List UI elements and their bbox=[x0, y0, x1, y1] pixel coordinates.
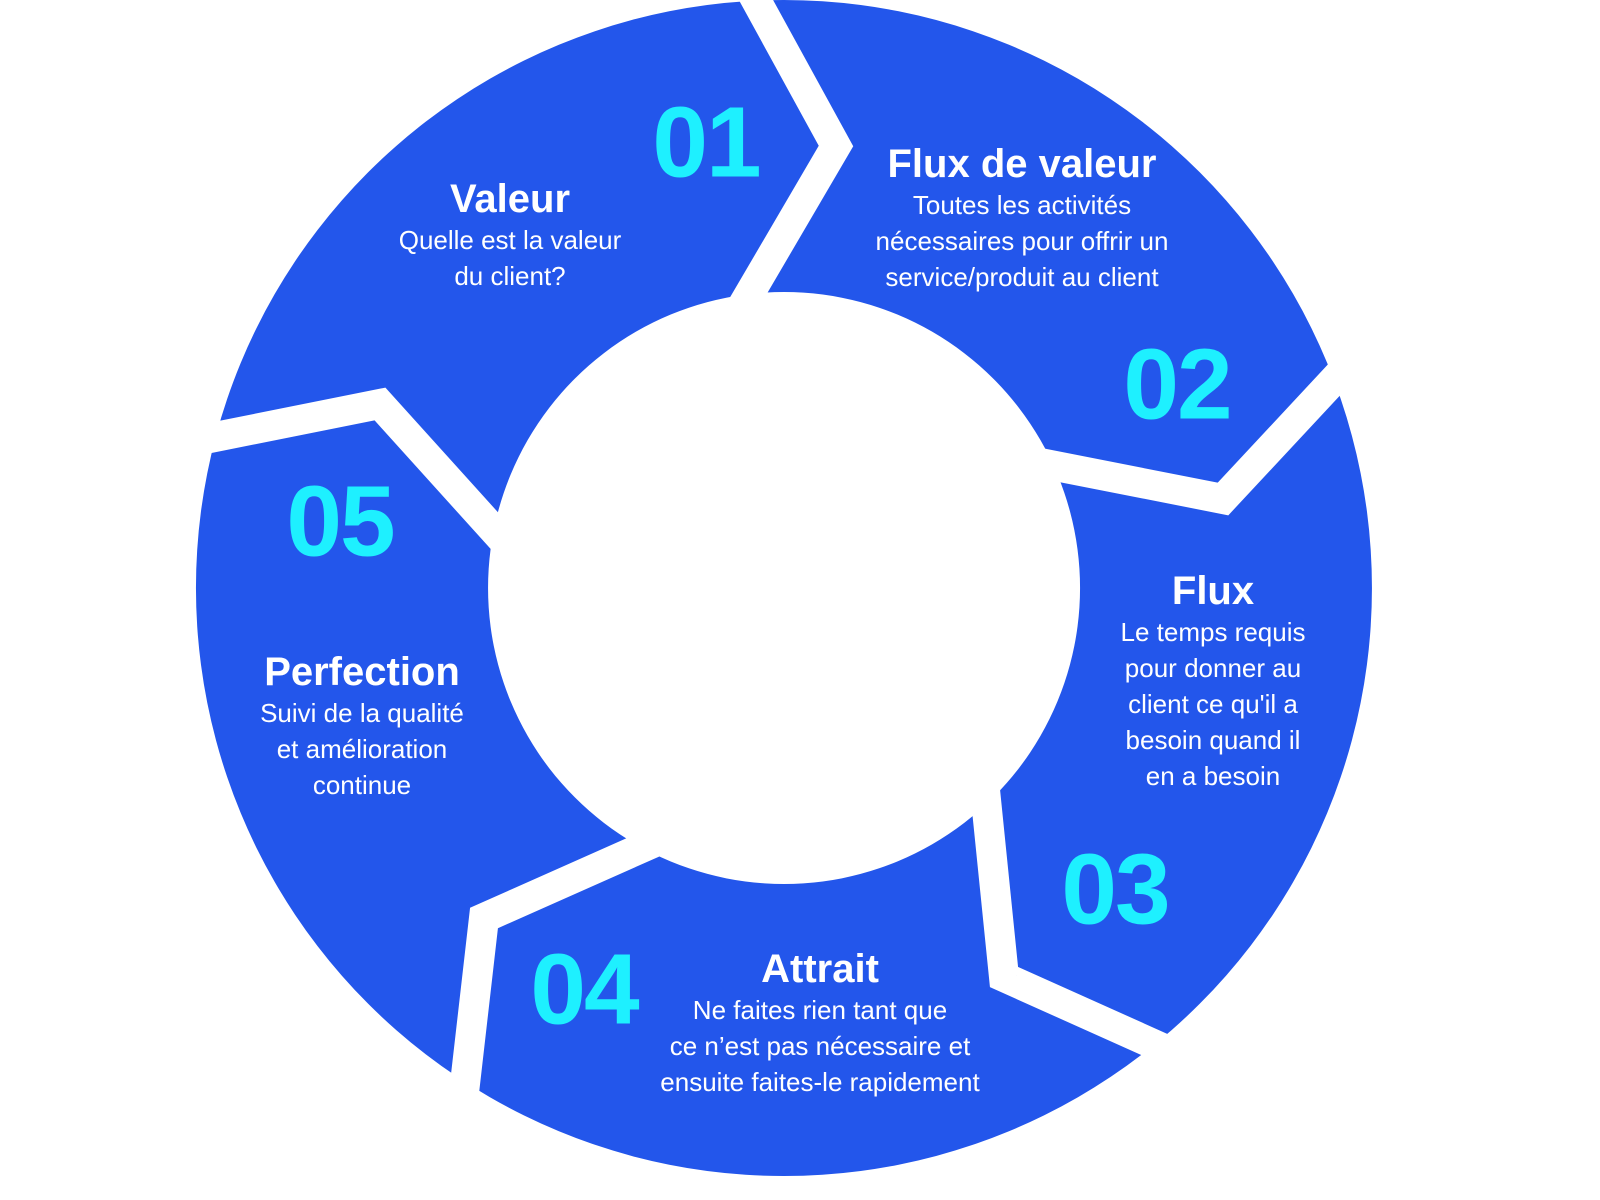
step-perfection: Perfection Suivi de la qualité et amélio… bbox=[260, 649, 464, 803]
step-number-04: 04 bbox=[530, 933, 639, 1046]
step-title: Attrait bbox=[761, 947, 879, 991]
step-desc-line: Le temps requis bbox=[1120, 617, 1306, 647]
step-desc-line: besoin quand il bbox=[1125, 725, 1301, 755]
step-desc-line: et amélioration bbox=[276, 734, 448, 764]
step-number-02: 02 bbox=[1123, 328, 1232, 441]
gap-03-04 bbox=[970, 788, 1187, 1070]
gap-04-05 bbox=[447, 828, 662, 1112]
step-flux: Flux Le temps requis pour donner au clie… bbox=[1121, 568, 1306, 794]
step-desc-line: service/produit au client bbox=[885, 262, 1159, 292]
step-desc-line: en a besoin bbox=[1145, 761, 1281, 791]
step-desc-line: Toutes les activités bbox=[912, 190, 1132, 220]
step-desc-line: ensuite faites-le rapidement bbox=[660, 1067, 980, 1097]
step-desc-line: nécessaires pour offrir un bbox=[875, 226, 1169, 256]
step-flux-de-valeur: Flux de valeur Toutes les activités néce… bbox=[876, 141, 1169, 295]
step-desc-line: Quelle est la valeur bbox=[398, 225, 622, 255]
step-valeur: Valeur Quelle est la valeur du client? bbox=[399, 176, 622, 294]
step-desc-line: client ce qu'il a bbox=[1128, 689, 1298, 719]
gap-05-01 bbox=[177, 387, 522, 559]
step-attrait: Attrait Ne faites rien tant que ce n’est… bbox=[660, 946, 979, 1100]
step-number-01: 01 bbox=[652, 86, 761, 199]
step-title: Valeur bbox=[449, 177, 571, 221]
step-title: Flux bbox=[1171, 569, 1255, 613]
step-title: Flux de valeur bbox=[887, 142, 1157, 186]
step-desc-line: Suivi de la qualité bbox=[260, 698, 464, 728]
step-desc-line: ce n’est pas nécessaire et bbox=[669, 1031, 971, 1061]
step-title: Perfection bbox=[264, 650, 460, 694]
ring-background bbox=[195, 0, 1372, 1176]
gap-01-02 bbox=[727, 0, 854, 318]
step-desc-line: Ne faites rien tant que bbox=[692, 995, 948, 1025]
step-desc-line: pour donner au bbox=[1124, 653, 1302, 683]
step-number-05: 05 bbox=[286, 465, 395, 578]
gap-02-03 bbox=[1032, 341, 1371, 516]
step-desc-line: du client? bbox=[454, 261, 566, 291]
step-number-03: 03 bbox=[1061, 833, 1170, 946]
step-desc-line: continue bbox=[312, 770, 412, 800]
